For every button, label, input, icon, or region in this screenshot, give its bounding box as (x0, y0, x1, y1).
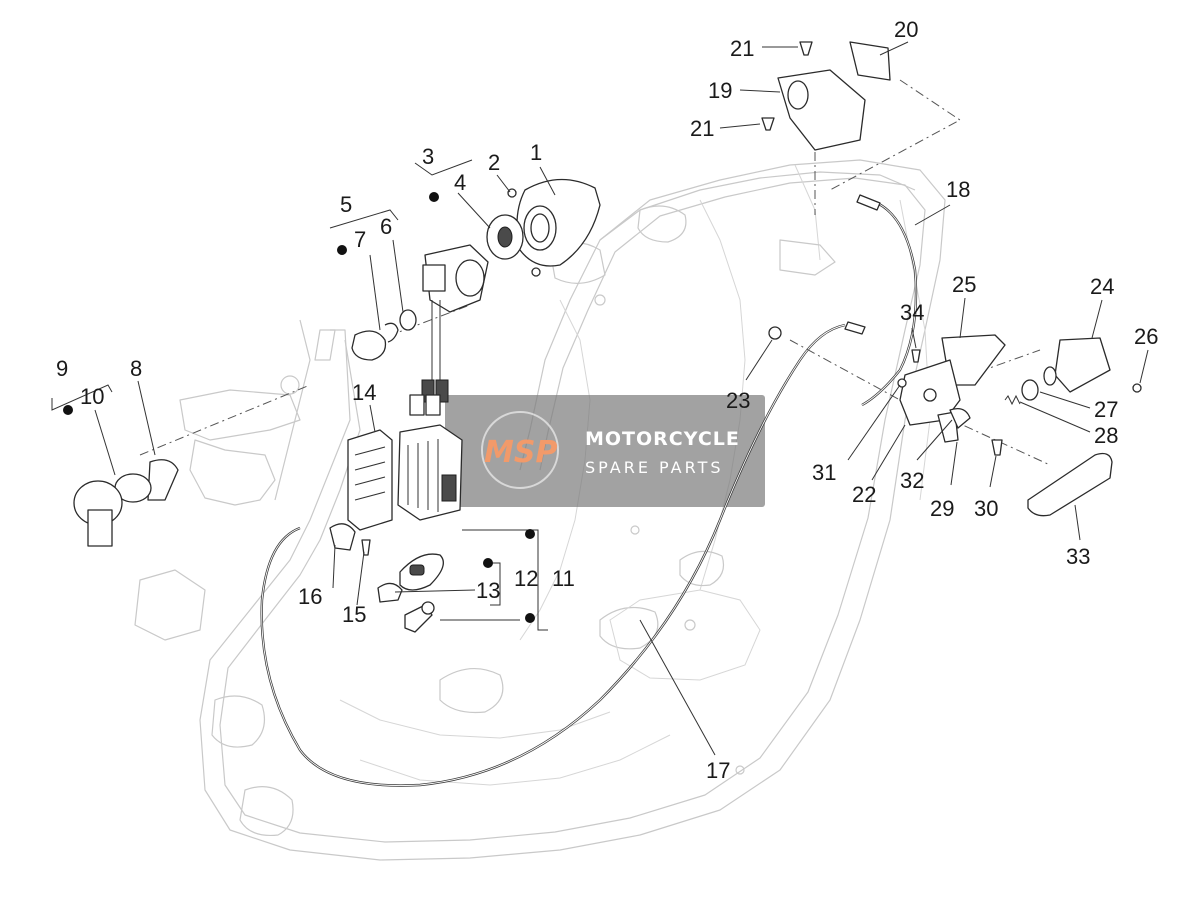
callout-2: 2 (488, 150, 500, 175)
callout-18: 18 (946, 177, 970, 202)
callout-31: 31 (812, 460, 836, 485)
part-4-lock-barrel (486, 214, 524, 260)
bullet-dot (63, 405, 73, 415)
callout-34: 34 (900, 300, 924, 325)
callout-19: 19 (708, 78, 732, 103)
part-6-washer (399, 309, 417, 331)
callout-22: 22 (852, 482, 876, 507)
callout-4: 4 (454, 170, 466, 195)
callout-30: 30 (974, 496, 998, 521)
part-11b-key (404, 601, 435, 633)
callout-23: 23 (726, 388, 750, 413)
callout-10: 10 (80, 384, 104, 409)
part-20-plate (849, 41, 891, 81)
callout-6: 6 (380, 214, 392, 239)
callout-7: 7 (354, 227, 366, 252)
callout-15: 15 (342, 602, 366, 627)
part-11-control-unit (397, 424, 463, 521)
callout-21-top: 21 (730, 36, 754, 61)
part-33-handle (1027, 452, 1113, 517)
callout-20: 20 (894, 17, 918, 42)
part-30-screw (991, 439, 1003, 456)
callout-21-bottom: 21 (690, 116, 714, 141)
part-24-actuator (1043, 337, 1111, 393)
part-13-key-cover (377, 582, 403, 603)
bullet-dots (63, 192, 535, 623)
leader-lines (51, 41, 1149, 756)
callout-27: 27 (1094, 397, 1118, 422)
scooter-frame (134, 159, 946, 861)
watermark: MSP MOTORCYCLE SPARE PARTS (445, 395, 765, 507)
part-12-key-fob (399, 553, 444, 591)
part-29-pin (937, 411, 959, 443)
part-16-clip (329, 523, 356, 551)
callout-29: 29 (930, 496, 954, 521)
part-23-grommet (768, 326, 782, 340)
callout-9: 9 (56, 356, 68, 381)
callout-11: 11 (552, 566, 575, 591)
part-15-screw (361, 539, 371, 556)
part-2-nut (507, 188, 541, 277)
watermark-line2: SPARE PARTS (585, 458, 724, 477)
part-7-cap (351, 322, 399, 361)
part-8-gasket (147, 459, 179, 501)
callout-12: 12 (514, 566, 538, 591)
part-14-bracket (347, 429, 393, 531)
watermark-line1: MOTORCYCLE (585, 428, 740, 450)
bullet-dot (483, 558, 493, 568)
part-32-lever (949, 407, 971, 429)
bullet-dot (429, 192, 439, 202)
part-34-screw (911, 349, 921, 363)
part-9-connector (73, 480, 123, 547)
watermark-logo: MSP (484, 435, 557, 470)
part-21-screw (761, 41, 813, 131)
watermark-globe-icon (481, 411, 559, 489)
part-1-lock-housing (516, 178, 601, 267)
cable-18 (844, 194, 918, 407)
callout-28: 28 (1094, 423, 1118, 448)
callout-13: 13 (476, 578, 500, 603)
callout-8: 8 (130, 356, 142, 381)
part-26-nut (1132, 383, 1142, 393)
callout-14: 14 (352, 380, 376, 405)
part-3-ignition-switch (409, 244, 489, 416)
callout-16: 16 (298, 584, 322, 609)
callout-33: 33 (1066, 544, 1090, 569)
callout-1: 1 (530, 140, 542, 165)
bullet-dot (525, 613, 535, 623)
callout-32: 32 (900, 468, 924, 493)
callout-5: 5 (340, 192, 352, 217)
callout-3: 3 (422, 144, 434, 169)
part-19-lock-body (777, 69, 866, 151)
cable-17 (260, 323, 846, 787)
part-27-knob (1021, 379, 1039, 401)
callout-24: 24 (1090, 274, 1114, 299)
callout-17: 17 (706, 758, 730, 783)
bullet-dot (525, 529, 535, 539)
callout-25: 25 (952, 272, 976, 297)
part-28-spring (1004, 394, 1021, 406)
callout-26: 26 (1134, 324, 1158, 349)
callout-labels: 1 2 3 4 5 6 7 8 9 10 11 12 13 14 15 16 1… (56, 17, 1158, 783)
bullet-dot (337, 245, 347, 255)
watermark-panel (445, 395, 765, 507)
